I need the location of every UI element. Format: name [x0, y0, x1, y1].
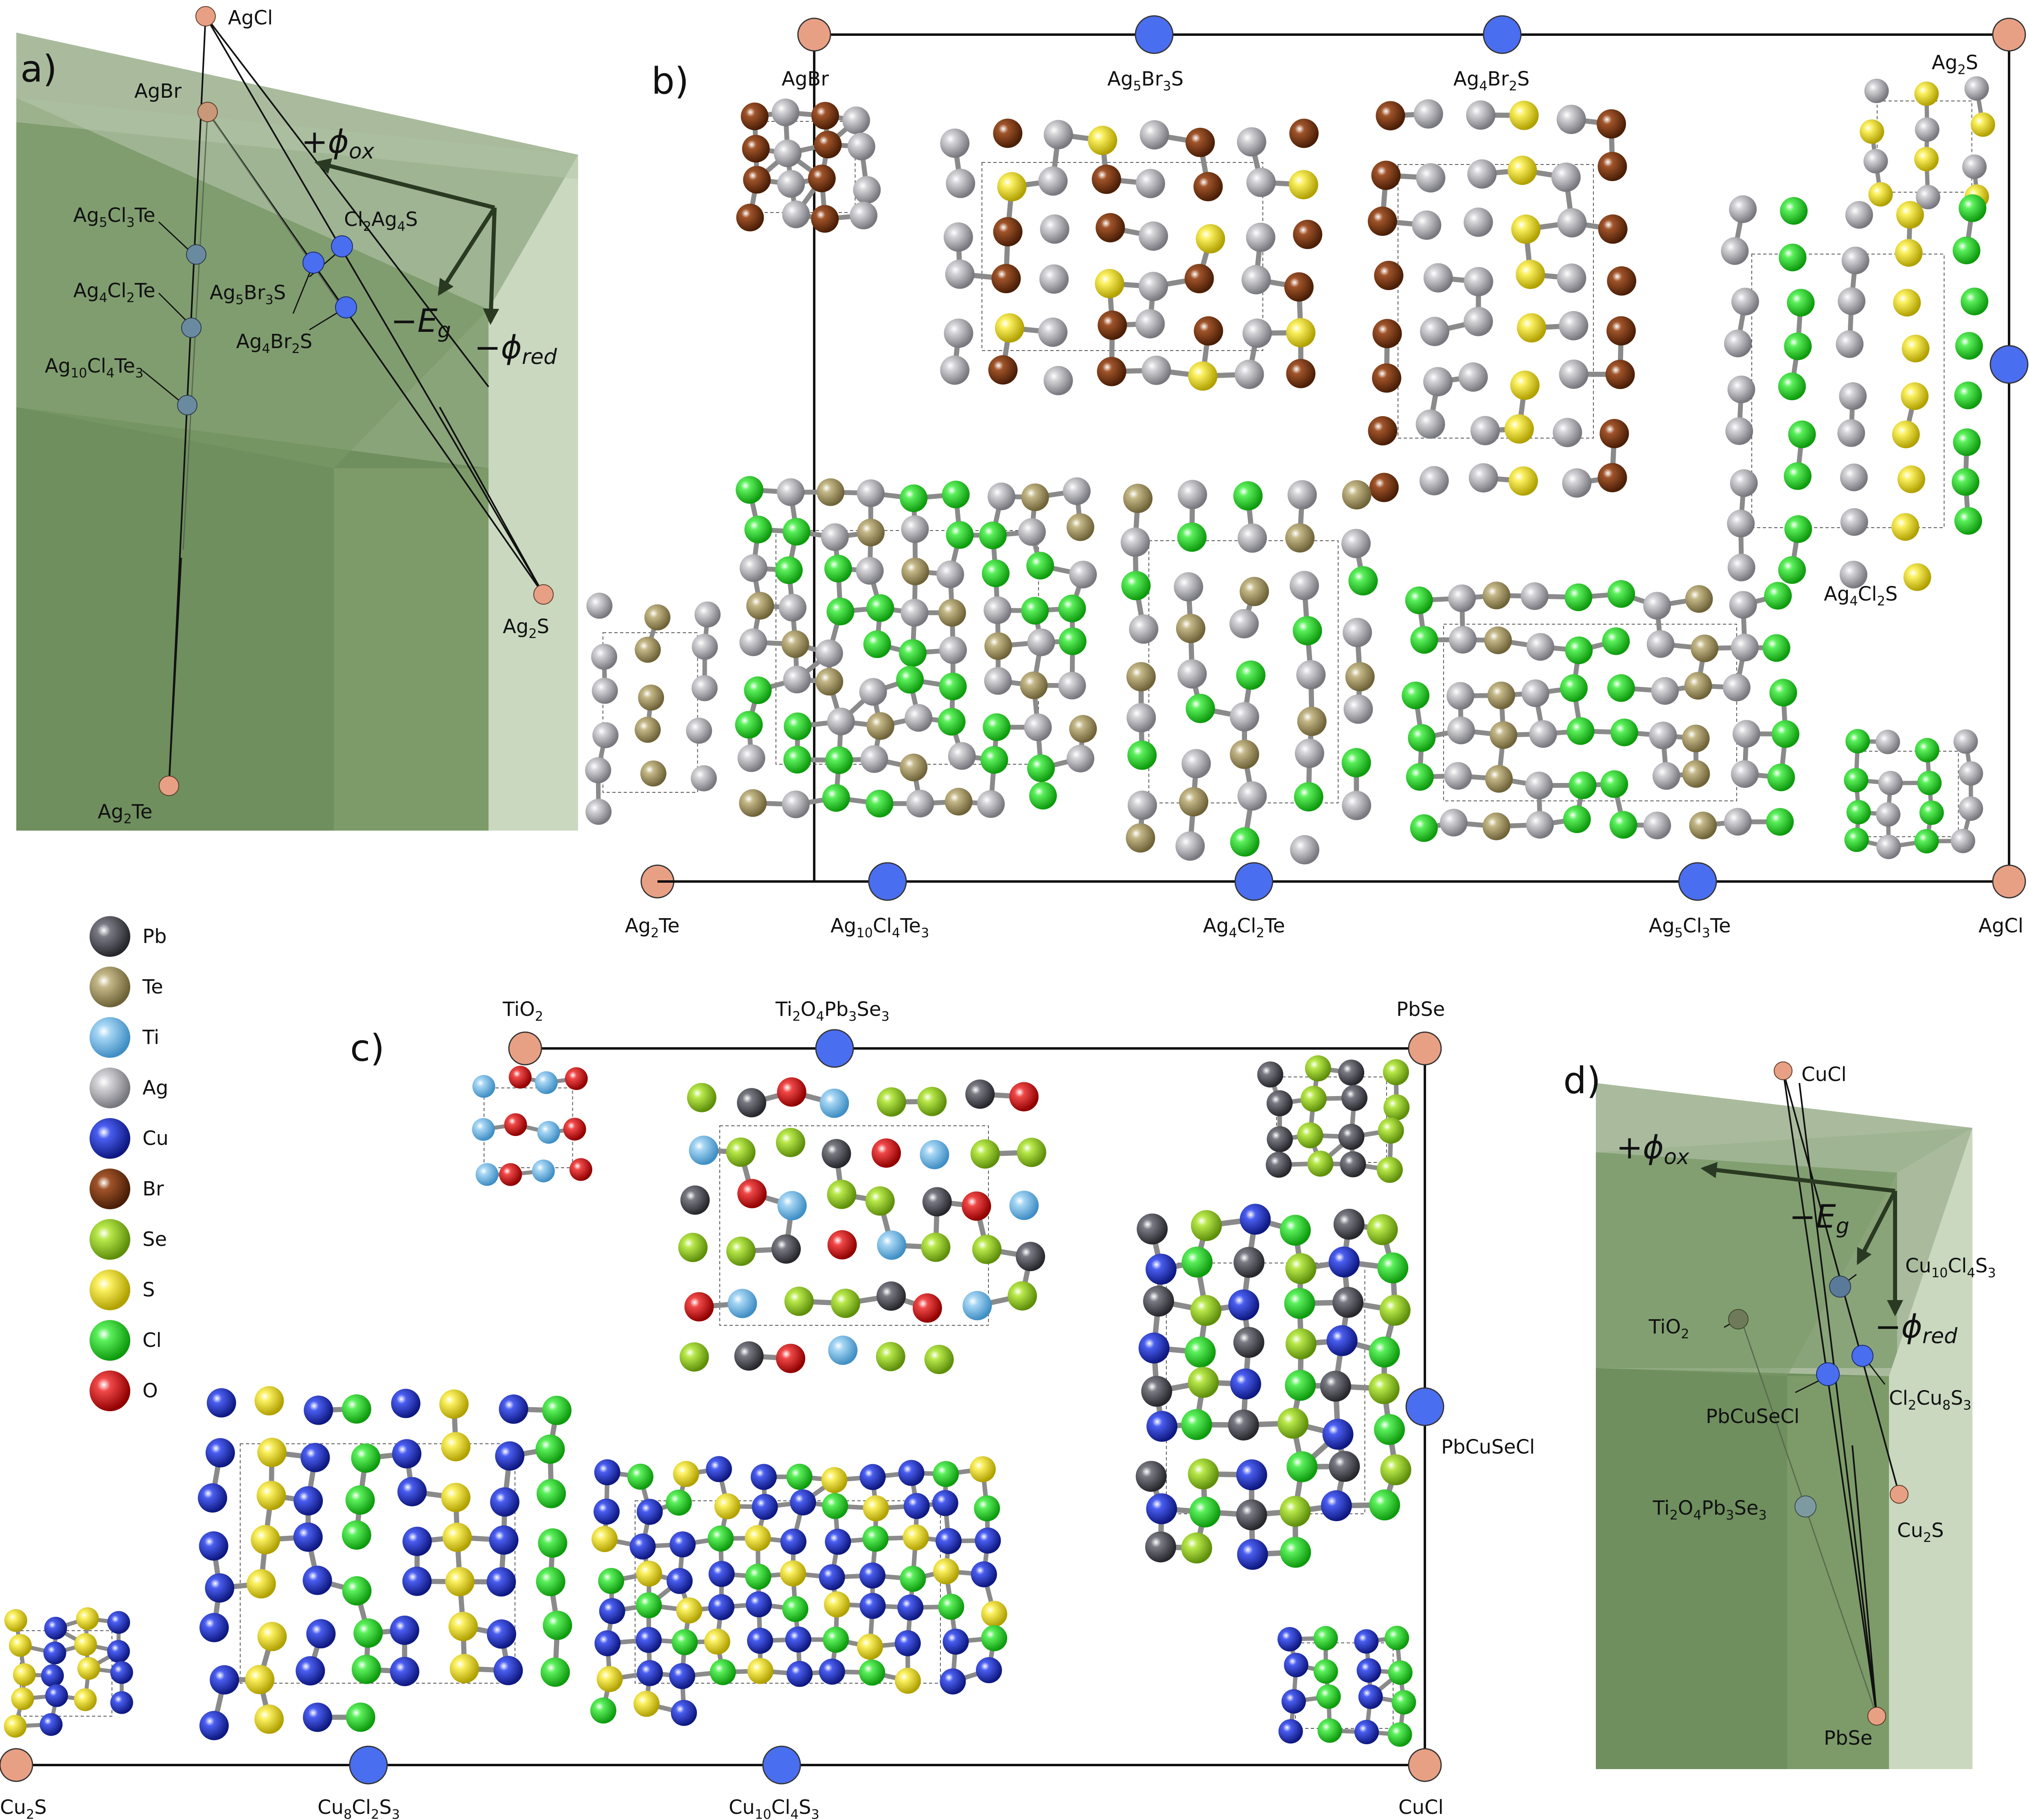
svg-text:Pb: Pb — [142, 925, 167, 948]
svg-text:Cu10Cl4S3: Cu10Cl4S3 — [1905, 1254, 1996, 1281]
svg-text:AgCl: AgCl — [1979, 914, 2023, 937]
legend-item-O: O — [90, 1370, 158, 1411]
struct-Ag4Cl2Te — [1120, 480, 1378, 864]
struct-AgCl — [1844, 729, 1983, 860]
legend-item-Cl: Cl — [90, 1320, 162, 1361]
panel-d-label: d) — [1563, 1059, 1601, 1102]
svg-text:Ag2Te: Ag2Te — [625, 914, 679, 941]
struct-Ag4Cl2S — [1721, 194, 1989, 591]
svg-text:Ag4Br2S: Ag4Br2S — [1453, 68, 1529, 94]
struct-Ag5Cl3Te — [1402, 580, 1799, 842]
svg-text:CuCl: CuCl — [1398, 1796, 1444, 1819]
struct-Ag4Br2S — [1367, 99, 1637, 502]
panel-a-convex-hull-3d: AgCl AgBr Ag5Cl3Te Ag4Cl2Te Ag10Cl4Te3 C… — [16, 6, 578, 831]
svg-text:Ag5Br3S: Ag5Br3S — [210, 281, 286, 307]
svg-text:O: O — [142, 1379, 158, 1402]
struct-CuCl — [1277, 1625, 1416, 1747]
panel-c-structures: TiO2 Ti2O4Pb3Se3 PbSe PbCuSeCl Cu2S Cu8C… — [0, 998, 1535, 1820]
svg-text:Ti2O4Pb3Se3: Ti2O4Pb3Se3 — [1652, 1497, 1767, 1523]
panel-a-label: a) — [20, 48, 57, 90]
legend-item-Ti: Ti — [90, 1017, 159, 1058]
svg-text:PbSe: PbSe — [1396, 998, 1445, 1021]
legend-item-Te: Te — [90, 967, 163, 1007]
svg-text:PbSe: PbSe — [1824, 1727, 1872, 1750]
svg-text:AgBr: AgBr — [782, 68, 829, 90]
svg-text:Ti2O4Pb3Se3: Ti2O4Pb3Se3 — [775, 998, 890, 1024]
svg-text:Cu10Cl4S3: Cu10Cl4S3 — [729, 1796, 819, 1820]
svg-text:Ag4Cl2S: Ag4Cl2S — [1824, 583, 1898, 609]
svg-text:Te: Te — [142, 976, 163, 998]
struct-TiO2 — [472, 1066, 592, 1186]
a-label-AgBr: AgBr — [134, 80, 182, 103]
svg-text:Cu2S: Cu2S — [0, 1796, 47, 1820]
svg-text:Ag5Cl3Te: Ag5Cl3Te — [73, 204, 156, 230]
svg-text:Ag5Br3S: Ag5Br3S — [1107, 68, 1183, 94]
struct-Ag2Te — [585, 592, 721, 825]
legend-item-S: S — [90, 1270, 155, 1310]
svg-text:S: S — [142, 1278, 155, 1301]
struct-PbCuSeCl — [1135, 1204, 1411, 1570]
struct-Cu8Cl2S3 — [197, 1386, 572, 1741]
struct-PbSe — [1257, 1055, 1410, 1183]
svg-text:PbCuSeCl: PbCuSeCl — [1706, 1405, 1799, 1428]
svg-text:CuCl: CuCl — [1801, 1063, 1847, 1086]
svg-text:TiO2: TiO2 — [502, 998, 543, 1024]
panel-b-label: b) — [651, 60, 689, 103]
svg-text:Ag: Ag — [142, 1077, 168, 1099]
panel-d-convex-hull-3d: CuCl Cu10Cl4S3 TiO2 PbCuSeCl Cl2Cu8S3 Ti… — [1563, 1059, 1996, 1769]
svg-text:Cl2Ag4S: Cl2Ag4S — [344, 208, 418, 234]
svg-text:Br: Br — [142, 1178, 164, 1200]
legend-item-Br: Br — [90, 1169, 164, 1209]
svg-text:Ag2Te: Ag2Te — [98, 800, 152, 827]
svg-text:Cu: Cu — [142, 1127, 169, 1150]
svg-text:Ti: Ti — [142, 1026, 159, 1049]
svg-text:Ag10Cl4Te3: Ag10Cl4Te3 — [830, 914, 929, 941]
svg-text:Se: Se — [142, 1228, 167, 1251]
svg-text:Cl2Cu8S3: Cl2Cu8S3 — [1889, 1387, 1971, 1413]
legend-item-Ag: Ag — [90, 1068, 168, 1108]
svg-text:Ag2S: Ag2S — [1932, 51, 1978, 77]
svg-text:Ag5Cl3Te: Ag5Cl3Te — [1649, 914, 1731, 941]
svg-text:PbCuSeCl: PbCuSeCl — [1441, 1436, 1535, 1458]
legend-item-Se: Se — [90, 1219, 167, 1260]
struct-AgBr — [736, 99, 881, 233]
struct-Ag10Cl4Te3 — [735, 476, 1097, 818]
panel-b-structures: AgBr Ag5Br3S Ag4Br2S Ag2S Ag4Cl2S Ag2Te … — [585, 15, 2029, 941]
struct-Cu2S — [4, 1607, 133, 1738]
svg-text:Ag10Cl4Te3: Ag10Cl4Te3 — [45, 355, 143, 381]
svg-text:Ag4Cl2Te: Ag4Cl2Te — [1203, 914, 1285, 941]
svg-text:Ag4Cl2Te: Ag4Cl2Te — [73, 279, 156, 305]
struct-Ag5Br3S — [940, 118, 1323, 395]
svg-text:Ag4Br2S: Ag4Br2S — [236, 330, 312, 356]
struct-Cu10Cl4S3 — [590, 1456, 1008, 1726]
panel-c-label: c) — [350, 1027, 385, 1070]
struct-Ti2O4Pb3Se3 — [678, 1077, 1046, 1374]
struct-Ag2S — [1860, 76, 1995, 210]
svg-text:Ag2S: Ag2S — [503, 615, 549, 641]
svg-text:−ϕred: −ϕred — [474, 329, 557, 369]
legend-item-Cu: Cu — [90, 1118, 169, 1159]
svg-text:Cu8Cl2S3: Cu8Cl2S3 — [318, 1796, 400, 1820]
legend-item-Pb: Pb — [90, 916, 167, 957]
a-label-AgCl: AgCl — [228, 7, 273, 29]
svg-text:Cu2S: Cu2S — [1897, 1519, 1944, 1545]
svg-text:Cl: Cl — [142, 1329, 162, 1352]
